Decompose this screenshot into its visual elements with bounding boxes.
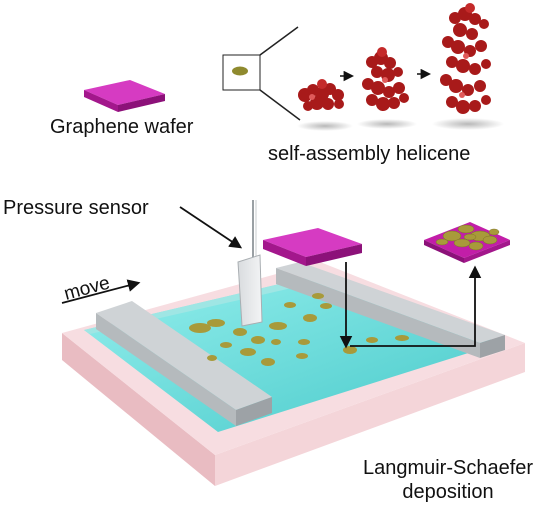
wafer-side-face xyxy=(118,94,165,112)
helicene-large xyxy=(440,3,491,114)
flake-icon xyxy=(232,66,248,76)
pressure-sensor-pointer xyxy=(179,206,243,249)
process-arrows xyxy=(61,206,482,349)
flake-inset xyxy=(222,26,301,121)
move-arrow xyxy=(61,279,141,304)
pressure-sensor-label: Pressure sensor xyxy=(3,197,149,219)
left-barrier xyxy=(96,301,272,426)
pressure-sensor-plate xyxy=(237,200,263,327)
graphene-wafer-illustration xyxy=(84,80,165,112)
helicene-small xyxy=(298,79,344,111)
coated-wafer xyxy=(424,222,510,263)
move-label: move xyxy=(62,273,112,305)
langmuir-schaefer-label-line2: deposition xyxy=(402,481,493,503)
langmuir-trough xyxy=(62,200,525,486)
right-barrier xyxy=(276,262,505,358)
wafer-front-face xyxy=(84,90,118,112)
graphene-wafer-label: Graphene wafer xyxy=(50,116,194,138)
floating-flakes xyxy=(189,293,409,366)
deposition-wafer xyxy=(263,228,362,266)
self-assembly-helicene-label: self-assembly helicene xyxy=(268,143,470,165)
inset-callout-lower xyxy=(259,89,301,121)
helicene-medium xyxy=(362,47,409,111)
inset-callout-upper xyxy=(259,26,299,56)
langmuir-schaefer-label-line1: Langmuir-Schaefer xyxy=(363,457,533,479)
arrow-path-to-coated xyxy=(350,265,482,347)
trough-front-face xyxy=(62,333,215,486)
helicene-assembly xyxy=(297,3,504,131)
trough-right-face xyxy=(215,343,525,486)
wafer-top-face xyxy=(84,80,165,105)
